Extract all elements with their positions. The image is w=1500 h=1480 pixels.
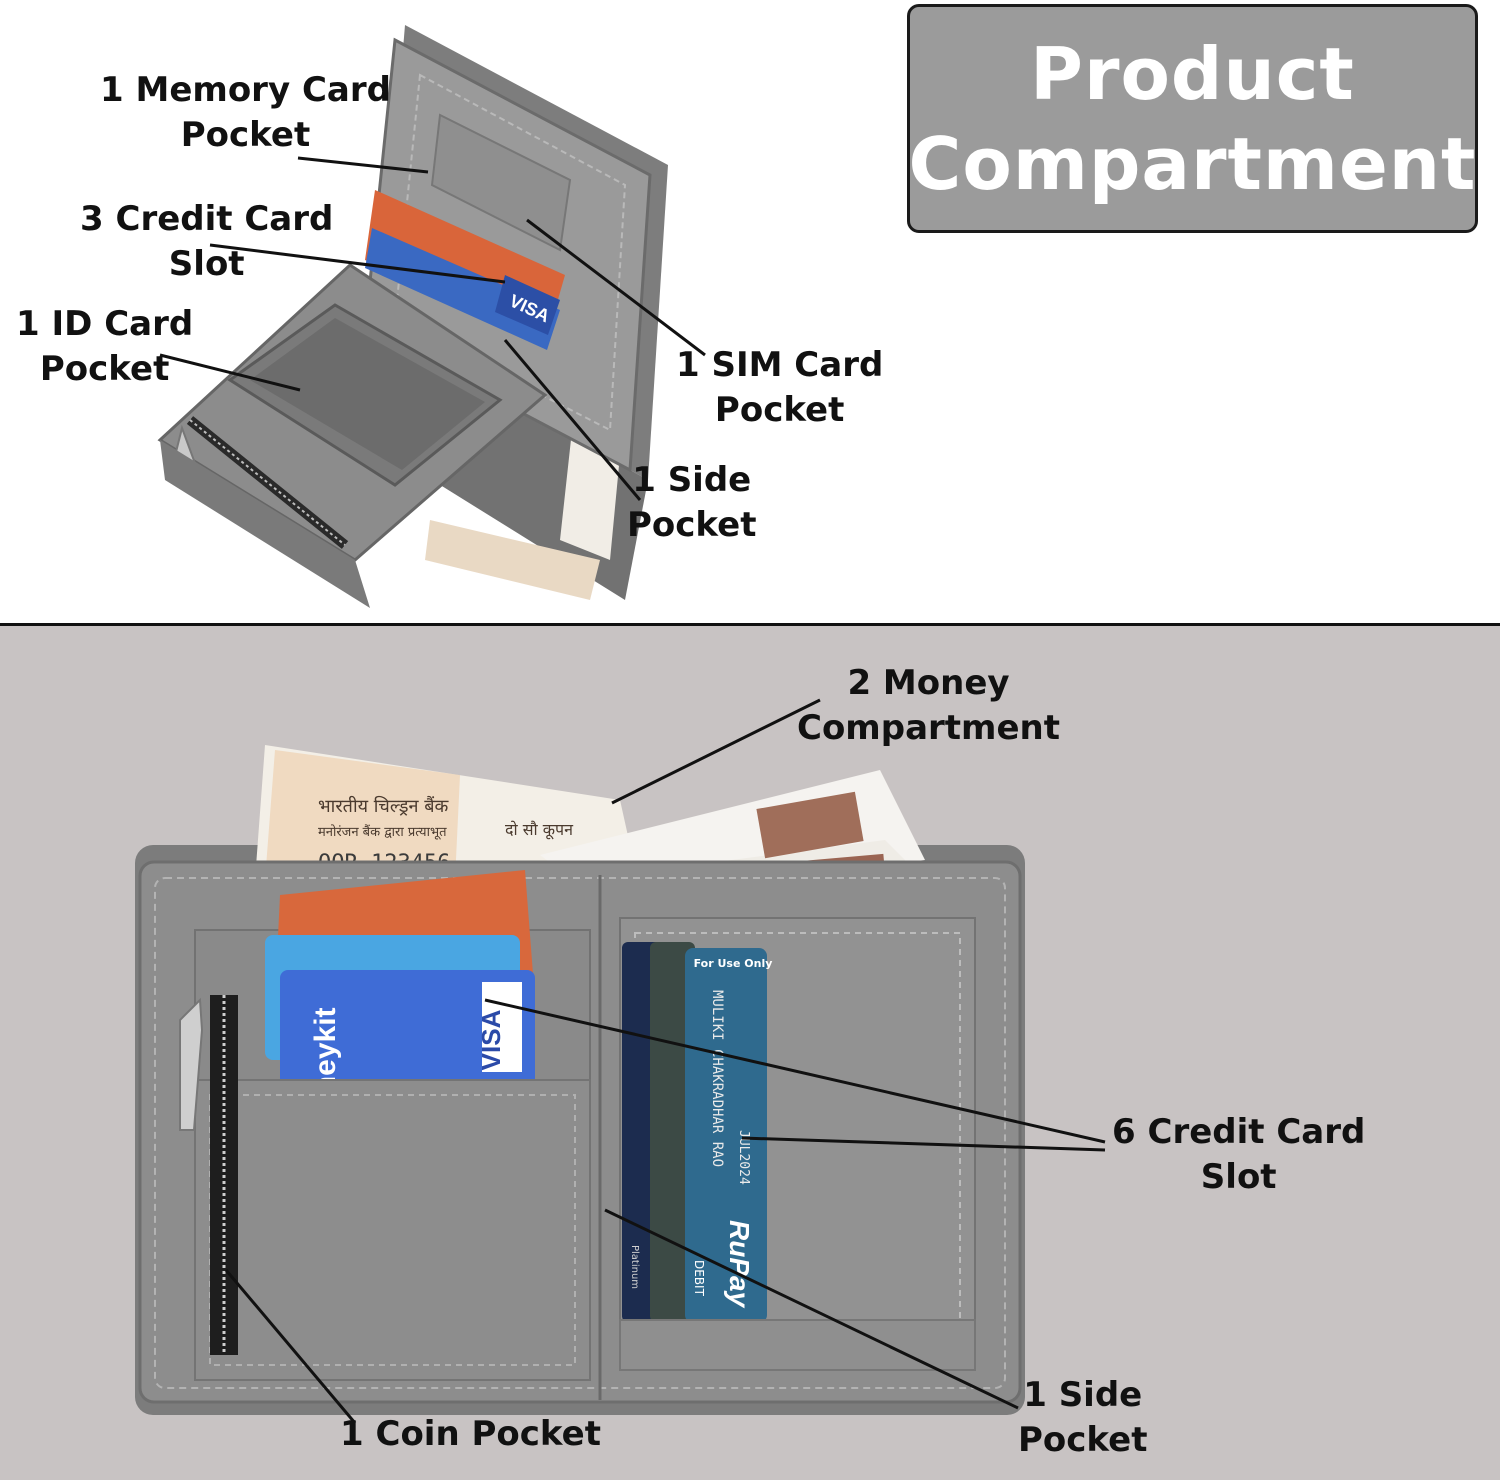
card-name-text: MULIKI CHAKRADHAR RAO [709,990,725,1167]
label-line: 2 Money [847,663,1010,703]
label-line: Compartment [797,708,1060,748]
title-line-1: Product [1030,31,1355,116]
label-line: Pocket [39,349,170,389]
label-line: 6 Credit Card [1112,1112,1366,1152]
bottom-wallet-image: भारतीय चिल्ड्रन बैंक मनोरंजन बैंक द्वारा… [135,745,1025,1415]
product-compartment-title: Product Compartment [907,4,1478,233]
label-line: 1 Side [1023,1375,1143,1415]
label-6-credit-card-slot: 6 Credit Card Slot [1112,1110,1365,1200]
label-line: Pocket [1018,1420,1148,1460]
label-line: 1 Side [632,460,752,500]
card-rupay-text: RuPay [724,1220,755,1309]
top-wallet-image: VISA [157,25,668,608]
label-3-credit-card-slot: 3 Credit Card Slot [80,197,333,287]
label-money-compartment: 2 Money Compartment [797,661,1060,751]
card-date-text: JUL2024 [736,1130,751,1185]
bottom-leader-lines [224,698,1106,1424]
label-line: Pocket [714,390,845,430]
label-memory-card-pocket: 1 Memory Card Pocket [100,68,391,158]
note-coupon-text: दो सौ कूपन [505,820,574,840]
label-line: 1 Memory Card [100,70,391,110]
card-debit-text: DEBIT [692,1260,706,1297]
top-leader-lines [159,156,706,501]
card-platinum-text: Platinum [629,1245,640,1289]
label-coin-pocket: 1 Coin Pocket [340,1412,601,1457]
section-divider [0,623,1500,626]
label-line: 1 SIM Card [676,345,884,385]
label-line: 1 ID Card [16,304,194,344]
label-line: Slot [168,244,245,284]
label-line: 3 Credit Card [80,199,334,239]
label-line: Pocket [180,115,311,155]
label-side-pocket-top: 1 Side Pocket [627,458,756,548]
card-for-use-text: For Use Only [694,957,773,970]
note-sub-text: मनोरंजन बैंक द्वारा प्रत्याभूत [318,824,447,840]
bottom-card-visa: VISA [476,1009,506,1070]
label-line: 1 Coin Pocket [340,1414,601,1454]
label-id-card-pocket: 1 ID Card Pocket [16,302,193,392]
note-bank-text: भारतीय चिल्ड्रन बैंक [318,795,449,817]
label-line: Slot [1200,1157,1277,1197]
title-line-2: Compartment [908,121,1477,206]
label-line: Pocket [627,505,757,545]
label-sim-card-pocket: 1 SIM Card Pocket [676,343,883,433]
label-side-pocket-bottom: 1 Side Pocket [1018,1373,1147,1463]
